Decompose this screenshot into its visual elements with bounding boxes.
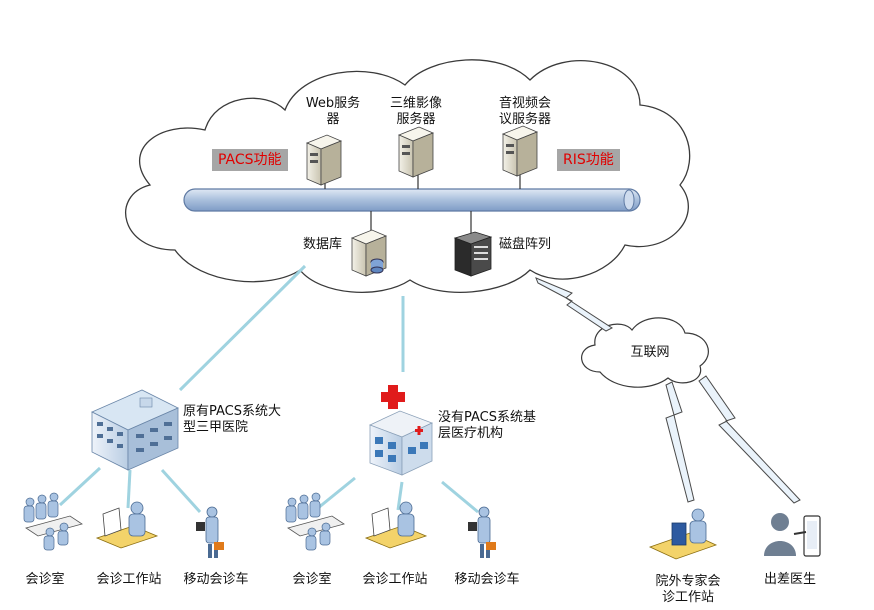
ris-function-tag: RIS功能 (557, 149, 620, 171)
expert-workstation-label: 院外专家会 诊工作站 (655, 574, 721, 605)
wireless-links (535, 277, 801, 504)
expert-workstation-icon (648, 508, 718, 560)
middle-workstation-label: 会诊工作站 (362, 572, 428, 587)
workstation-icon (95, 501, 159, 549)
av-conference-server-label: 音视频会 议服务器 (498, 96, 551, 127)
pacs-function-tag: PACS功能 (212, 149, 288, 171)
web-server-label: Web服务 器 (305, 96, 361, 127)
middle-mobile-cart-label: 移动会诊车 (454, 572, 520, 587)
traveling-doctor-icon (764, 513, 821, 557)
mobile-cart-icon (468, 506, 496, 558)
network-bus (183, 173, 641, 234)
large-hospital-building-icon (91, 389, 179, 471)
basic-clinic-label: 没有PACS系统基 层医疗机构 (438, 410, 537, 441)
left-workstation-label: 会诊工作站 (96, 572, 162, 587)
av-conference-server-icon (501, 125, 539, 177)
meeting-room-icon (285, 492, 345, 551)
internet-label: 互联网 (630, 345, 670, 360)
connection-lines (58, 264, 479, 514)
database-icon (350, 229, 388, 277)
traveling-doctor-label: 出差医生 (763, 572, 816, 587)
mobile-cart-icon (196, 506, 224, 558)
basic-clinic-building-icon (368, 385, 434, 476)
meeting-room-icon (23, 492, 83, 551)
disk-array-icon (453, 231, 493, 277)
large-hospital-label: 原有PACS系统大 型三甲医院 (183, 404, 282, 435)
left-meeting-room-label: 会诊室 (25, 572, 65, 587)
web-server-icon (305, 134, 343, 186)
database-label: 数据库 (303, 237, 343, 252)
middle-meeting-room-label: 会诊室 (292, 572, 332, 587)
3d-imaging-server-icon (397, 126, 435, 178)
workstation-icon (364, 501, 428, 549)
disk-array-label: 磁盘阵列 (499, 237, 552, 252)
3d-imaging-server-label: 三维影像 服务器 (389, 96, 442, 127)
left-mobile-cart-label: 移动会诊车 (183, 572, 249, 587)
private-cloud-shape (125, 59, 691, 293)
internet-cloud-shape (581, 317, 709, 388)
